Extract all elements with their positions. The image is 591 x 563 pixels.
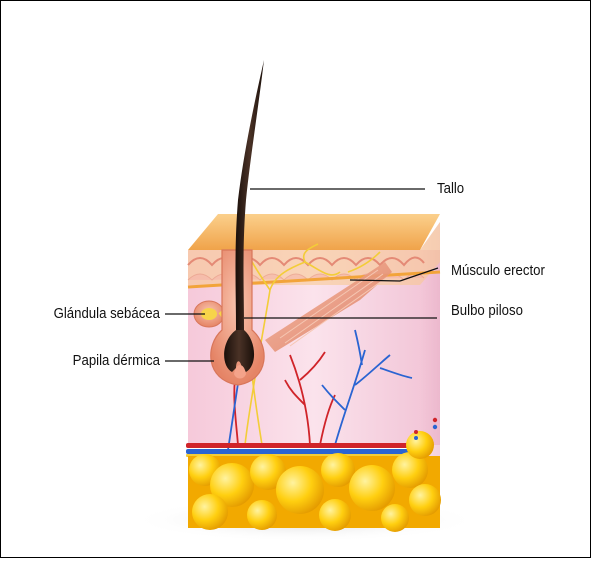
vessel-dot-vein-2 xyxy=(414,436,418,440)
label-glandula-sebacea: Glándula sebácea xyxy=(19,305,160,323)
vessel-dot-artery-2 xyxy=(414,430,418,434)
label-tallo: Tallo xyxy=(437,180,464,198)
vessel-dot-artery xyxy=(433,418,437,422)
label-papila-dermica: Papila dérmica xyxy=(19,352,160,370)
label-musculo-erector: Músculo erector xyxy=(451,262,545,280)
main-artery xyxy=(186,443,416,448)
epidermis-top xyxy=(188,214,440,250)
main-vein xyxy=(186,449,416,454)
vessel-dot-vein xyxy=(433,425,437,429)
label-bulbo-piloso: Bulbo piloso xyxy=(451,302,523,320)
